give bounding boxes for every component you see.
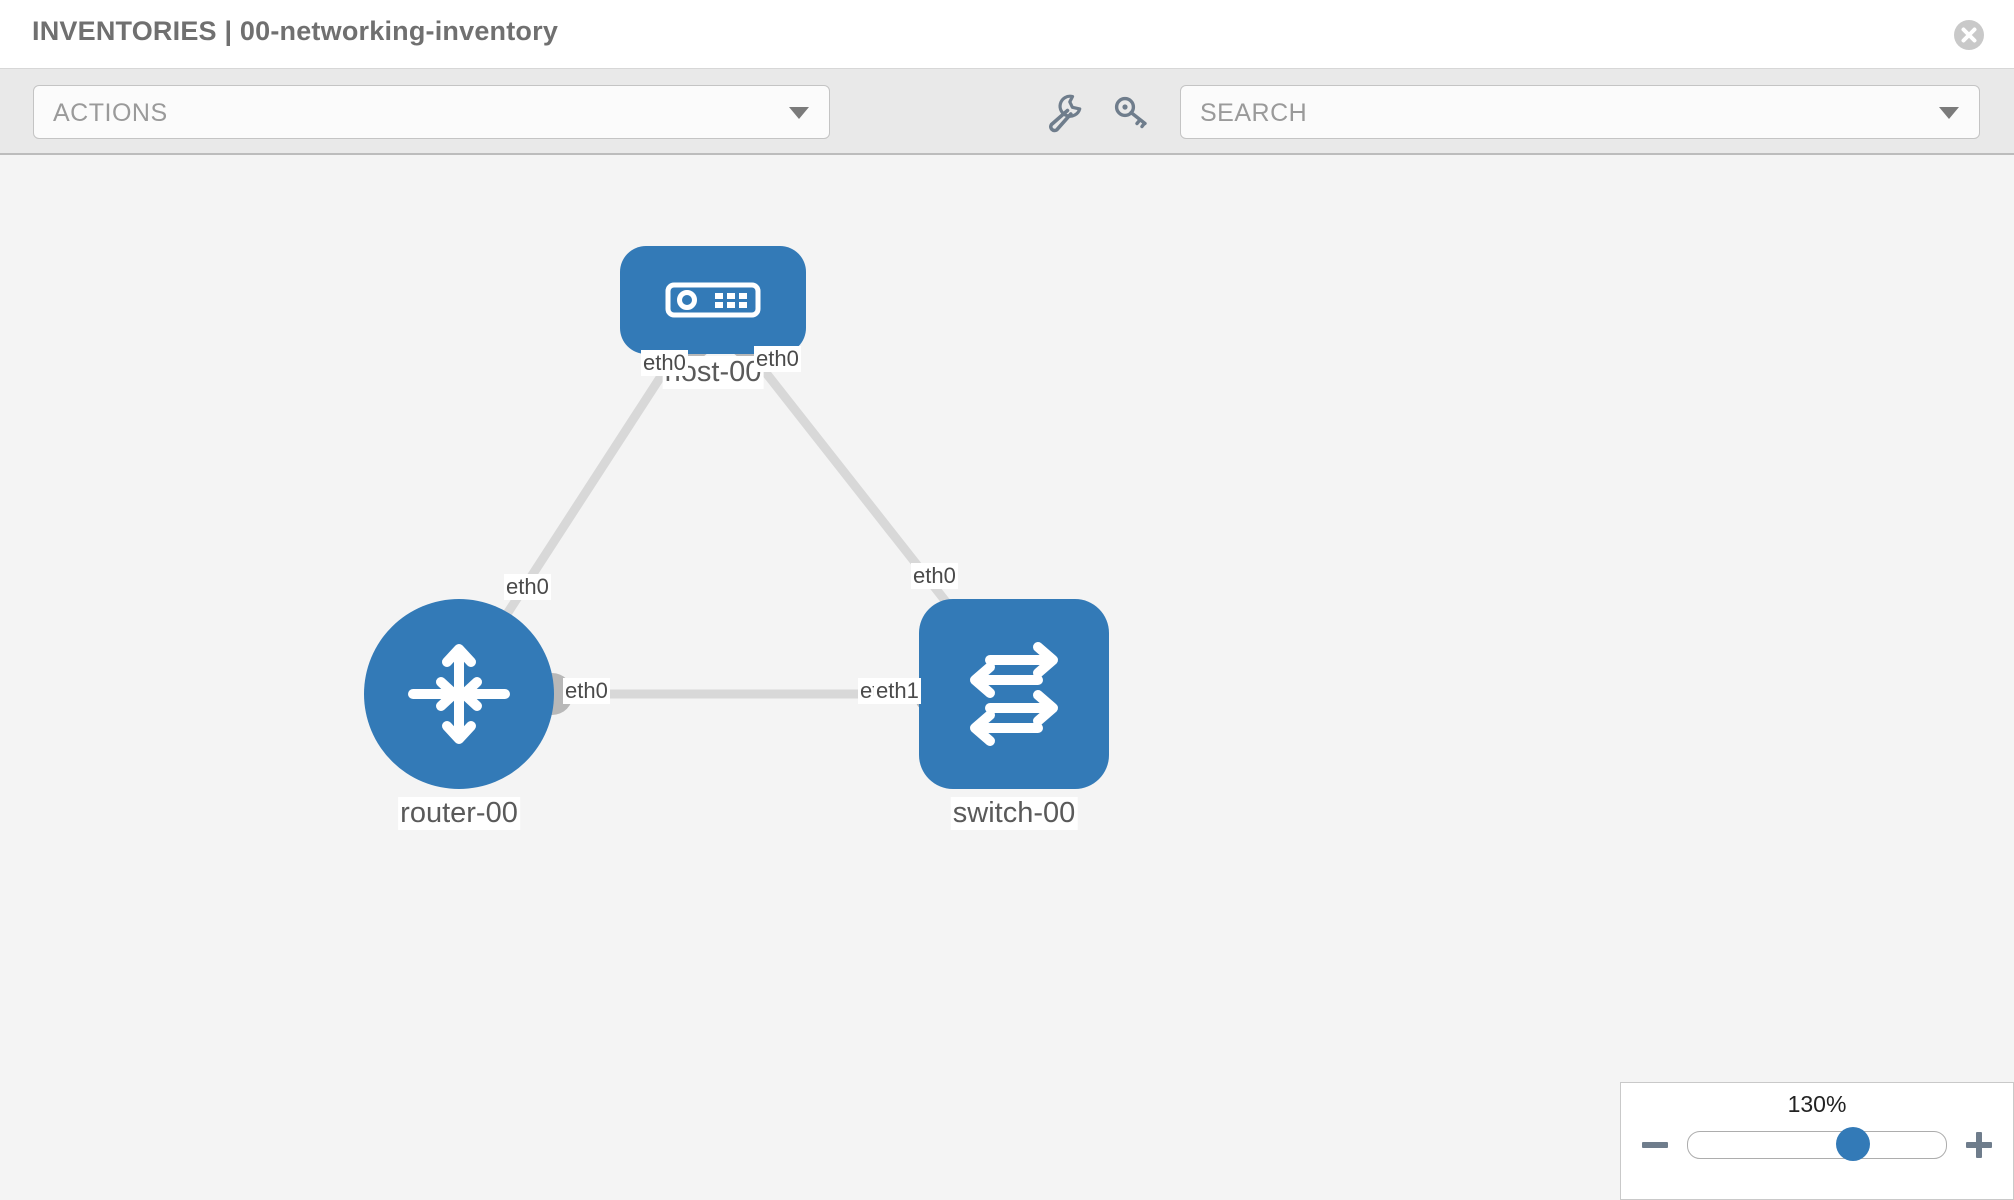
router-node-shape[interactable] [364, 599, 554, 789]
zoom-slider-row [1621, 1127, 2013, 1161]
node-label-router-00: router-00 [398, 797, 520, 831]
key-icon[interactable] [1111, 91, 1153, 133]
zoom-slider-track[interactable] [1687, 1127, 1947, 1161]
page-title: INVENTORIES | 00-networking-inventory [32, 16, 559, 46]
if-label-switch-up: eth0 [911, 563, 958, 590]
four-arrows-router-icon [408, 644, 510, 744]
toolbar: ACTIONS SEARCH [0, 69, 2014, 155]
chevron-down-icon[interactable] [1939, 107, 1959, 119]
zoom-control-panel[interactable]: 130% [1620, 1082, 2014, 1200]
search-placeholder: SEARCH [1200, 99, 1308, 127]
page-header: INVENTORIES | 00-networking-inventory [0, 0, 2014, 69]
switch-node-shape[interactable] [919, 599, 1109, 789]
node-label-switch-00: switch-00 [950, 797, 1078, 831]
actions-dropdown[interactable]: ACTIONS [33, 85, 830, 139]
actions-dropdown-label: ACTIONS [53, 99, 168, 127]
search-input[interactable]: SEARCH [1180, 85, 1980, 139]
chevron-down-icon [789, 107, 809, 119]
bidirectional-arrows-switch-icon [970, 642, 1058, 746]
zoom-slider-thumb[interactable] [1836, 1127, 1870, 1161]
node-host-00[interactable]: host-00 [620, 246, 806, 390]
wrench-icon[interactable] [1043, 91, 1085, 133]
zoom-level-value: 130% [1787, 1091, 1847, 1117]
zoom-out-button[interactable] [1639, 1129, 1671, 1161]
if-label-host-right: eth0 [754, 346, 801, 373]
topology-canvas[interactable]: host-00 rout [0, 155, 2014, 1200]
node-router-00[interactable]: router-00 [364, 599, 554, 831]
host-node-shape[interactable] [620, 246, 806, 354]
node-switch-00[interactable]: switch-00 [919, 599, 1109, 831]
zoom-in-button[interactable] [1963, 1129, 1995, 1161]
if-label-router-up: eth0 [504, 574, 551, 601]
if-label-router-right: eth0 [563, 678, 610, 705]
close-icon[interactable] [1954, 20, 1984, 50]
server-device-icon [665, 282, 761, 318]
if-label-host-left: eth0 [641, 350, 688, 377]
if-label-switch-left: eth1 [874, 678, 921, 705]
